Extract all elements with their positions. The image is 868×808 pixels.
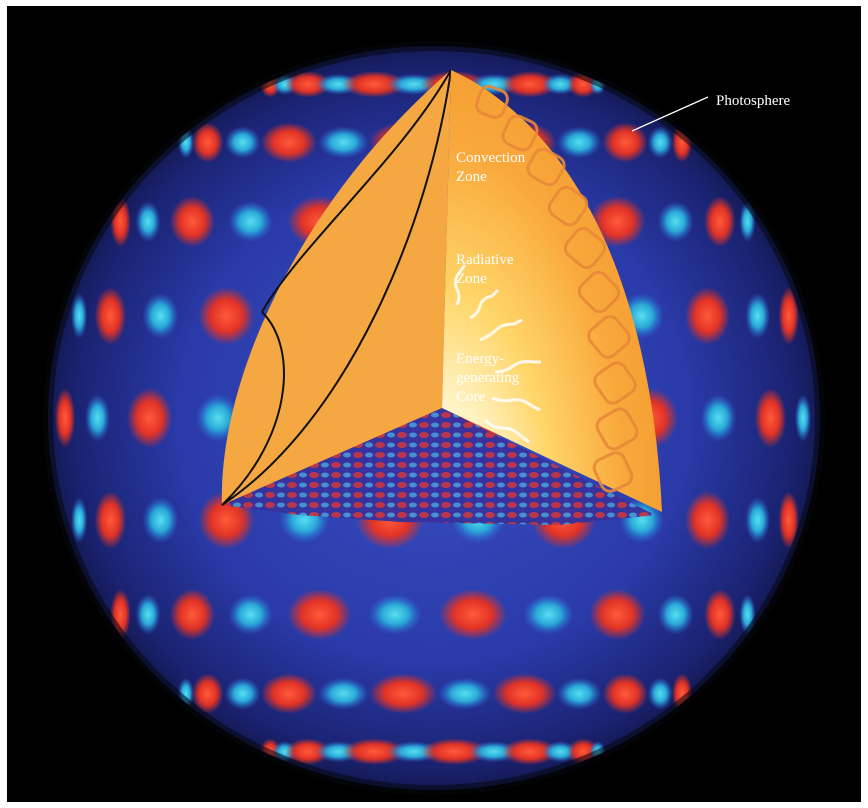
cyan-oscillation-blob bbox=[71, 496, 88, 544]
red-oscillation-blob bbox=[285, 71, 331, 98]
cyan-oscillation-blob bbox=[556, 126, 602, 159]
cyan-oscillation-blob bbox=[657, 594, 694, 635]
cyan-oscillation-blob bbox=[437, 677, 492, 710]
red-oscillation-blob bbox=[492, 673, 557, 714]
red-oscillation-blob bbox=[501, 71, 558, 98]
core-label-3: Core bbox=[456, 389, 486, 405]
red-oscillation-blob bbox=[778, 491, 799, 549]
core-label-2: generating bbox=[456, 370, 520, 386]
cyan-oscillation-blob bbox=[647, 677, 673, 710]
cyan-oscillation-blob bbox=[84, 394, 111, 442]
red-oscillation-blob bbox=[602, 673, 648, 714]
red-oscillation-blob bbox=[94, 287, 127, 345]
red-oscillation-blob bbox=[420, 738, 489, 765]
cyan-oscillation-blob bbox=[794, 394, 812, 442]
red-oscillation-blob bbox=[285, 738, 331, 765]
red-oscillation-blob bbox=[191, 122, 224, 163]
cyan-oscillation-blob bbox=[135, 201, 161, 243]
cyan-oscillation-blob bbox=[556, 677, 602, 710]
red-oscillation-blob bbox=[287, 588, 352, 640]
cyan-oscillation-blob bbox=[368, 594, 423, 635]
red-oscillation-blob bbox=[602, 122, 648, 163]
right-cut-face bbox=[442, 70, 662, 512]
red-oscillation-blob bbox=[342, 71, 407, 98]
photosphere-pointer bbox=[631, 96, 709, 132]
red-oscillation-blob bbox=[501, 738, 558, 765]
cyan-oscillation-blob bbox=[142, 292, 179, 339]
red-oscillation-blob bbox=[778, 287, 799, 345]
cyan-oscillation-blob bbox=[745, 496, 771, 544]
red-oscillation-blob bbox=[169, 588, 215, 640]
cyan-oscillation-blob bbox=[224, 677, 261, 710]
red-oscillation-blob bbox=[439, 588, 507, 640]
convection-zone-label-2: Zone bbox=[456, 169, 487, 185]
red-oscillation-blob bbox=[54, 388, 76, 448]
red-oscillation-blob bbox=[589, 196, 646, 248]
radiative-arrows bbox=[453, 264, 541, 444]
left-cut-face bbox=[221, 69, 452, 506]
radiative-zone-label-1: Radiative bbox=[456, 252, 514, 268]
red-oscillation-blob bbox=[754, 388, 787, 448]
cyan-oscillation-blob bbox=[318, 126, 369, 159]
red-oscillation-blob bbox=[127, 388, 173, 448]
red-oscillation-blob bbox=[260, 122, 317, 163]
red-oscillation-blob bbox=[191, 673, 224, 714]
convection-zone-label-1: Convection bbox=[456, 150, 526, 166]
cyan-oscillation-blob bbox=[142, 496, 179, 544]
red-oscillation-blob bbox=[589, 588, 646, 640]
red-oscillation-blob bbox=[169, 196, 215, 248]
cyan-oscillation-blob bbox=[745, 292, 771, 339]
red-oscillation-blob bbox=[198, 287, 255, 345]
radiative-zone-label-2: Zone bbox=[456, 271, 487, 287]
red-oscillation-blob bbox=[260, 673, 317, 714]
cutaway-floor bbox=[222, 408, 655, 525]
red-oscillation-blob bbox=[685, 287, 730, 345]
cyan-oscillation-blob bbox=[318, 677, 369, 710]
core-label-1: Energy- bbox=[456, 351, 504, 367]
cyan-oscillation-blob bbox=[228, 594, 273, 635]
red-oscillation-blob bbox=[342, 738, 407, 765]
cyan-oscillation-blob bbox=[135, 594, 161, 635]
cyan-oscillation-blob bbox=[647, 126, 673, 159]
cyan-oscillation-blob bbox=[523, 594, 574, 635]
red-oscillation-blob bbox=[704, 196, 736, 248]
cyan-oscillation-blob bbox=[71, 292, 88, 339]
red-oscillation-blob bbox=[369, 673, 438, 714]
cyan-oscillation-blob bbox=[228, 201, 273, 243]
cyan-oscillation-blob bbox=[700, 394, 737, 442]
convection-cells bbox=[475, 85, 639, 493]
photosphere-label: Photosphere bbox=[716, 93, 791, 109]
red-oscillation-blob bbox=[704, 588, 736, 640]
cyan-oscillation-blob bbox=[224, 126, 261, 159]
red-oscillation-blob bbox=[94, 491, 127, 549]
cyan-oscillation-blob bbox=[657, 201, 694, 243]
red-oscillation-blob bbox=[685, 491, 730, 549]
